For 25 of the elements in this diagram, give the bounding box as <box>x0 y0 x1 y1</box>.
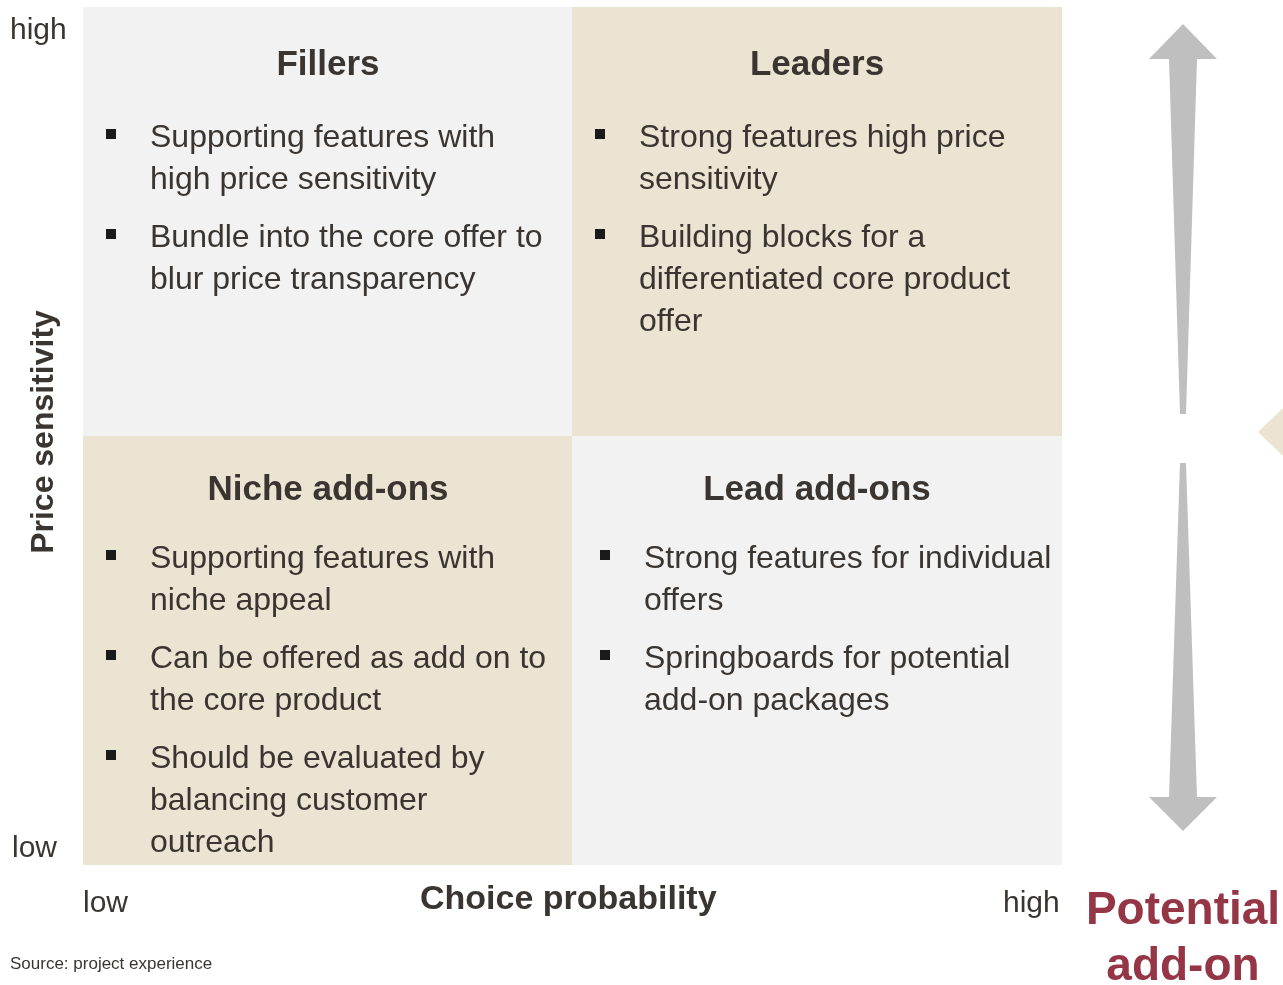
bullet-text: Strong features for individual offers <box>644 538 1053 619</box>
axis-tick-label: high <box>10 12 67 46</box>
axis-title: Price sensitivity <box>23 310 61 554</box>
quadrant-heading: Niche add-ons <box>206 468 450 508</box>
axis-tick-label: low <box>83 885 128 919</box>
source-note: Source: project experience <box>10 954 213 974</box>
bullet-text: Bundle into the core offer to blur price transparency <box>150 217 544 298</box>
quadrant-heading: Lead add-ons <box>702 468 932 508</box>
quadrant-heading: Leaders <box>748 43 886 83</box>
bullet-text: Supporting features with niche appeal <box>150 538 497 619</box>
bullet-text: Building blocks for a differentiated core product offer <box>639 217 1012 340</box>
bullet-text: Should be evaluated by balancing customer outreach <box>150 738 486 861</box>
bullet-text: Supporting features with high price sensitivity <box>150 117 497 198</box>
bullet-text: Springboards for potential add-on packages <box>644 638 1012 719</box>
axis-title: Choice probability <box>420 878 717 917</box>
bullet-text: Strong features high price sensitivity <box>639 117 1007 198</box>
axis-tick-label: low <box>12 830 57 864</box>
quadrant-box <box>83 7 573 436</box>
quadrant-box <box>572 7 1062 436</box>
bullet-text: Can be offered as add on to the core product <box>150 638 548 719</box>
axis-title: Potential add-on <box>1084 881 1282 985</box>
axis-tick-label: high <box>1003 885 1060 919</box>
quadrant-box <box>572 436 1062 865</box>
quadrant-box <box>83 436 573 865</box>
quadrant-heading: Fillers <box>275 43 381 83</box>
